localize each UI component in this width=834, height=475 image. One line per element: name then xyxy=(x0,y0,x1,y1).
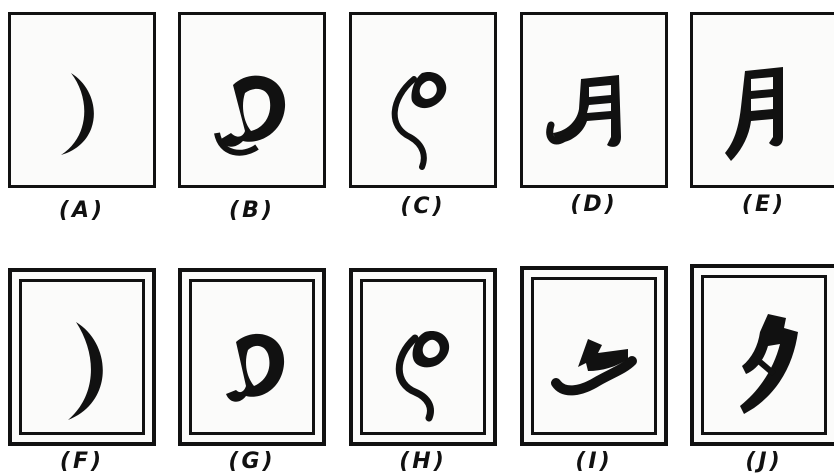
loop-glyph xyxy=(181,15,323,185)
crescent-glyph xyxy=(12,272,152,442)
label-a: (A) xyxy=(32,198,132,224)
label-e: (E) xyxy=(714,192,814,218)
hook-glyph xyxy=(524,270,664,442)
panel-c xyxy=(349,12,497,188)
panel-b xyxy=(178,12,326,188)
label-h: (H) xyxy=(373,449,473,475)
crescent-glyph xyxy=(11,15,153,185)
panel-j xyxy=(690,264,834,446)
panel-h xyxy=(349,268,497,446)
label-f: (F) xyxy=(32,449,132,475)
curl-glyph xyxy=(352,15,494,185)
label-j: (J) xyxy=(714,449,814,475)
label-i: (I) xyxy=(544,449,644,475)
yue-glyph xyxy=(693,15,834,185)
label-c: (C) xyxy=(373,194,473,220)
loop-glyph xyxy=(182,272,322,442)
panel-f xyxy=(8,268,156,446)
xi-glyph xyxy=(694,268,834,442)
yue-glyph xyxy=(523,15,665,185)
panel-e xyxy=(690,12,834,188)
panel-d xyxy=(520,12,668,188)
label-b: (B) xyxy=(202,198,302,224)
panel-a xyxy=(8,12,156,188)
label-g: (G) xyxy=(202,449,302,475)
curl-glyph xyxy=(353,272,493,442)
panel-g xyxy=(178,268,326,446)
label-d: (D) xyxy=(544,192,644,218)
panel-i xyxy=(520,266,668,446)
